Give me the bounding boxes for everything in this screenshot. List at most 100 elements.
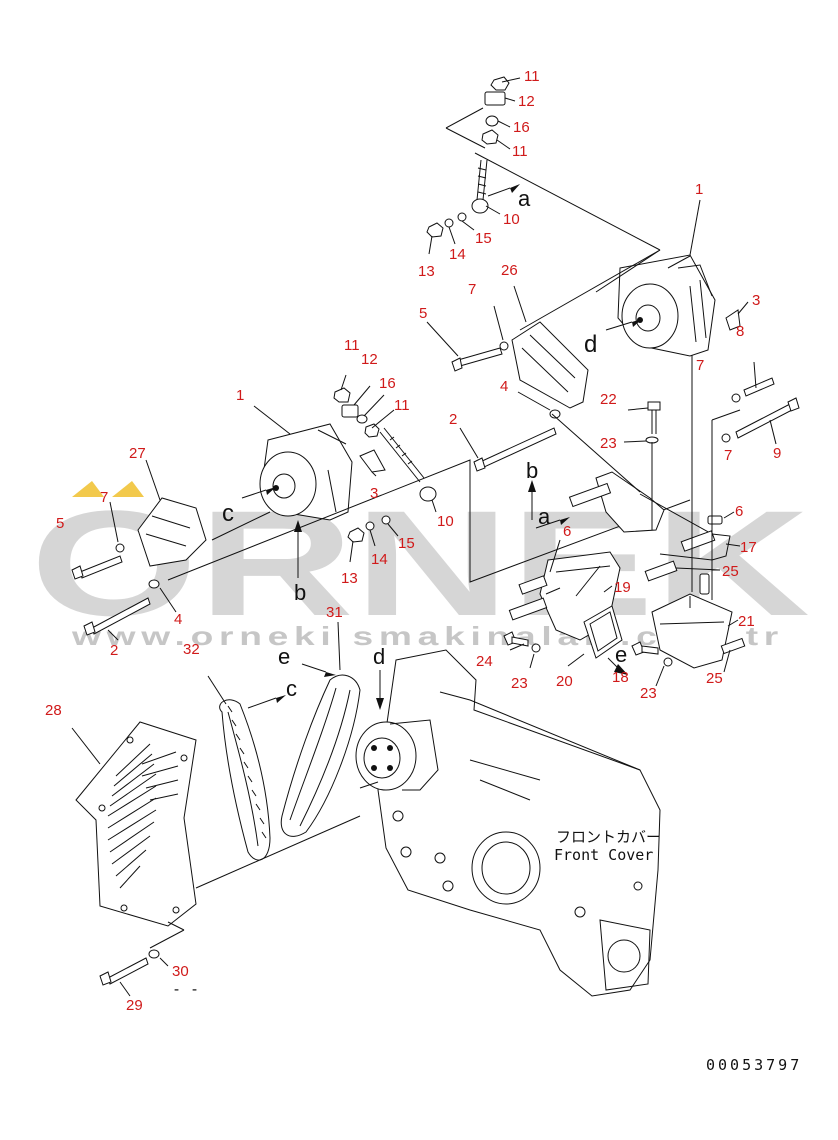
top-stud-group (426, 76, 661, 255)
spacer-10-top (471, 198, 489, 214)
part-label: 18 (612, 669, 629, 686)
part-label: 11 (394, 397, 410, 414)
doc-number: 00053797 (706, 1056, 802, 1074)
part-label: 14 (449, 246, 466, 263)
part-label: 30 (172, 963, 189, 980)
front-cover-housing: フロントカバー Front Cover (355, 649, 661, 997)
part-label: 16 (513, 119, 530, 136)
part-label: 6 (563, 523, 571, 540)
part-labels: 11 12 16 11 a 10 15 14 13 1 26 7 5 d 3 8… (45, 68, 781, 1014)
part-label: b (526, 458, 538, 483)
long-bolts (459, 361, 800, 472)
watermark-accent-right (112, 481, 144, 497)
washer-7-right (721, 433, 731, 443)
nut-11-top (490, 76, 510, 91)
part-label: 20 (556, 673, 573, 690)
part-label: 16 (379, 375, 396, 392)
part-label: 13 (418, 263, 435, 280)
clip-12-top (484, 91, 506, 106)
front-cover-label-en: Front Cover (554, 846, 653, 864)
part-label: 17 (740, 539, 757, 556)
brackets (503, 355, 746, 687)
bolt-9 (735, 403, 793, 439)
part-label: 11 (344, 337, 360, 354)
part-label: 29 (126, 997, 143, 1014)
part-label: 4 (500, 378, 508, 395)
nut-11-top-lower (481, 129, 499, 145)
part-label: 11 (524, 68, 540, 85)
part-label: 13 (341, 570, 358, 587)
part-label: 5 (419, 305, 427, 322)
left-alternator (71, 374, 691, 641)
clip-3-left (359, 449, 386, 473)
part-label: 25 (722, 563, 739, 580)
grille-plate-28 (75, 721, 197, 927)
watermark-accent-left (72, 481, 104, 497)
part-label: 15 (398, 535, 415, 552)
part-label: 22 (600, 391, 617, 408)
part-label: 28 (45, 702, 62, 719)
washer-7-top (499, 341, 509, 351)
washer-15-top (457, 212, 467, 222)
belt-32 (219, 699, 271, 861)
washer-30 (148, 949, 160, 959)
part-label: 4 (174, 611, 182, 628)
part-label: 32 (183, 641, 200, 658)
clip-3-top (725, 309, 741, 331)
dash-marks: - - (172, 980, 199, 998)
part-label: 23 (511, 675, 528, 692)
part-label: 7 (468, 281, 476, 298)
part-label: c (222, 500, 234, 527)
part-label: 7 (696, 357, 704, 374)
part-label: a (518, 186, 531, 211)
spacer-10-left (419, 486, 437, 502)
bolt-7-right (743, 377, 775, 397)
bolt-29 (107, 957, 149, 985)
part-label: 26 (501, 262, 518, 279)
collar-16-top (485, 115, 499, 127)
part-label: d (584, 331, 597, 358)
bolt-22 (647, 401, 661, 411)
part-label: 24 (476, 653, 493, 670)
belt-31 (280, 674, 361, 837)
part-label: 27 (129, 445, 146, 462)
part-label: 8 (736, 323, 744, 340)
front-cover-label-jp: フロントカバー (556, 828, 661, 846)
part-label: 12 (361, 351, 378, 368)
part-label: 7 (100, 489, 108, 506)
part-label: 1 (695, 181, 703, 198)
part-label: 11 (512, 143, 528, 160)
part-label: 14 (371, 551, 388, 568)
arrow-a-top (510, 184, 520, 193)
part-label: 31 (326, 604, 343, 621)
part-label: 9 (773, 445, 781, 462)
part-label: 19 (614, 579, 631, 596)
fan-cover-26-top (511, 321, 589, 409)
bolt-2-top (479, 427, 557, 469)
part-label: b (294, 580, 306, 605)
part-label: d (373, 644, 385, 669)
fan-cover-27 (137, 497, 207, 567)
part-label: 23 (640, 685, 657, 702)
part-label: 10 (503, 211, 520, 228)
part-label: 5 (56, 515, 64, 532)
part-label: 12 (518, 93, 535, 110)
washer-14-top (444, 218, 454, 228)
belts (207, 621, 384, 861)
part-label: 25 (706, 670, 723, 687)
part-label: 2 (110, 642, 118, 659)
part-label: 21 (738, 613, 755, 630)
washer-4-top (549, 409, 561, 419)
part-label: 3 (752, 292, 760, 309)
part-label: 10 (437, 513, 454, 530)
nut-13-top (426, 222, 444, 238)
part-label: 2 (449, 411, 457, 428)
part-label: e (278, 644, 290, 669)
part-label: 23 (600, 435, 617, 452)
upper-alternator (426, 199, 749, 419)
nut-11-left (333, 387, 351, 403)
part-label: 7 (724, 447, 732, 464)
part-label: 6 (735, 503, 743, 520)
part-label: 3 (370, 485, 378, 502)
part-label: c (286, 676, 297, 701)
